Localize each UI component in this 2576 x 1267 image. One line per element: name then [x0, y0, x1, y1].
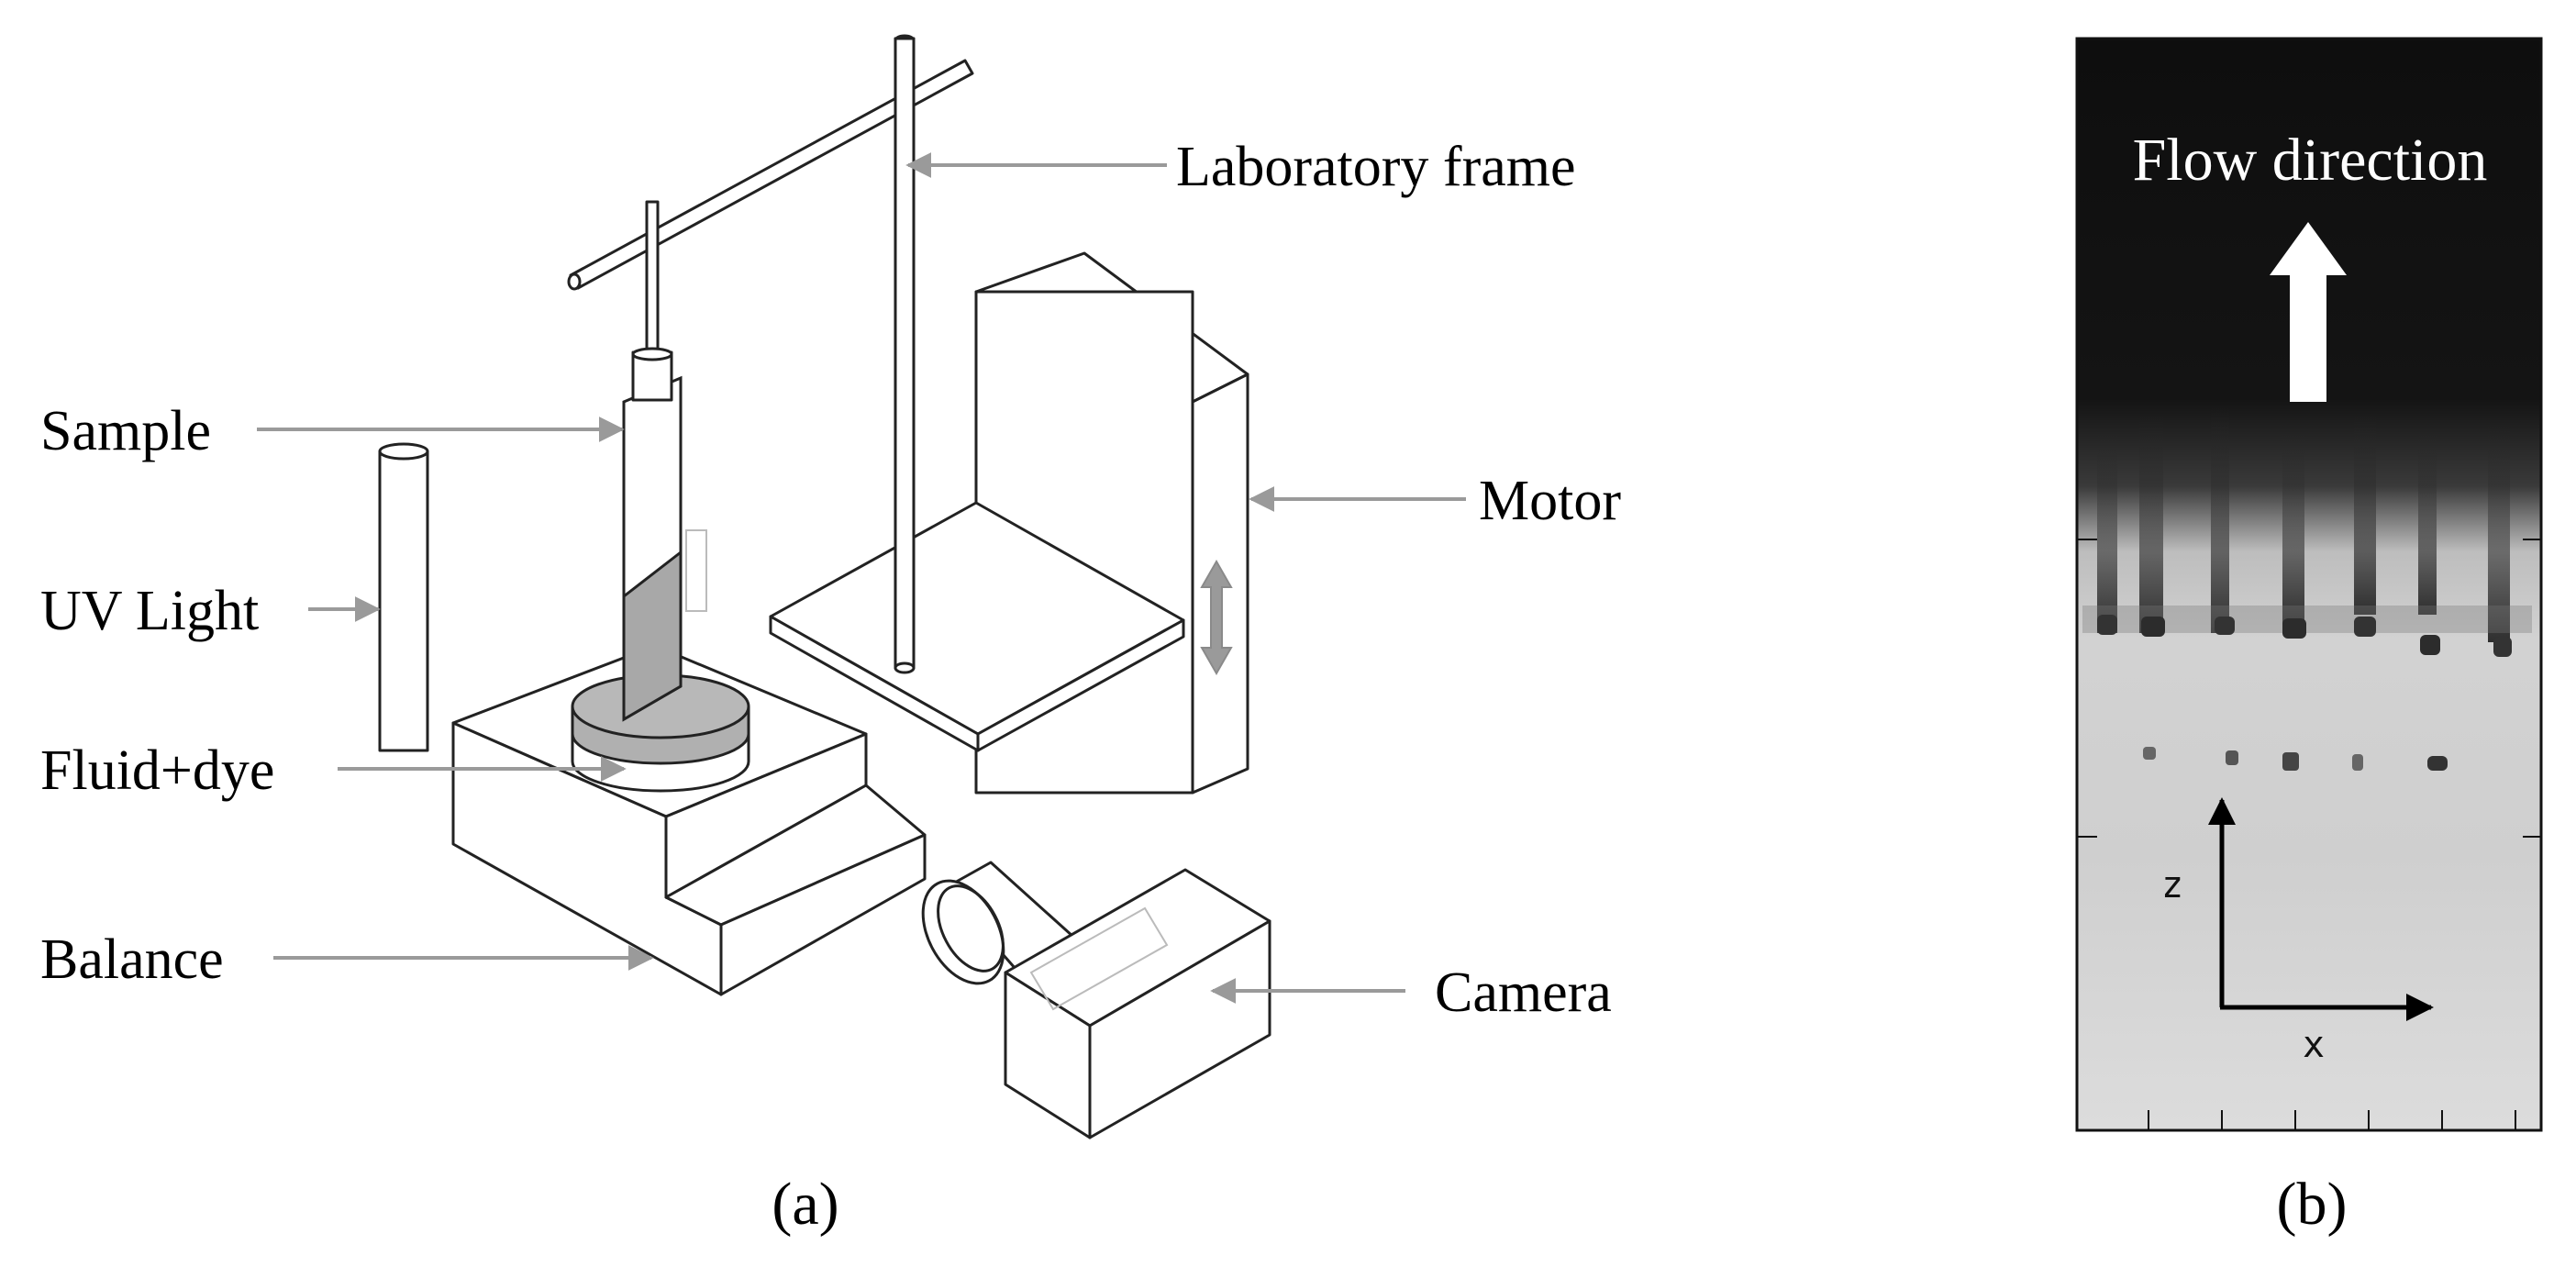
label-laboratory-frame: Laboratory frame — [1176, 136, 1575, 198]
camera — [921, 861, 1271, 1139]
apparatus-diagram — [257, 34, 1466, 1139]
label-balance: Balance — [40, 928, 224, 991]
label-uv-light: UV Light — [40, 580, 259, 642]
motion-arrow-icon — [1200, 559, 1233, 676]
axis-z-label: z — [2161, 864, 2183, 906]
uv-light — [378, 442, 429, 752]
label-sample: Sample — [40, 400, 211, 462]
flow-photograph — [2075, 37, 2543, 1132]
flow-direction-label: Flow direction — [2133, 127, 2488, 194]
sample-strip — [622, 347, 707, 722]
caption-a: (a) — [772, 1171, 838, 1238]
flow-fingers — [2082, 404, 2532, 771]
photo-ticks — [2077, 539, 2541, 1130]
axis-x-label: x — [2303, 1024, 2325, 1066]
label-motor: Motor — [1479, 470, 1621, 532]
motor-stage — [769, 37, 1249, 795]
flow-arrow-icon — [2270, 222, 2347, 402]
label-fluid-dye: Fluid+dye — [40, 739, 274, 802]
label-camera: Camera — [1435, 961, 1612, 1024]
caption-b: (b) — [2277, 1171, 2348, 1238]
